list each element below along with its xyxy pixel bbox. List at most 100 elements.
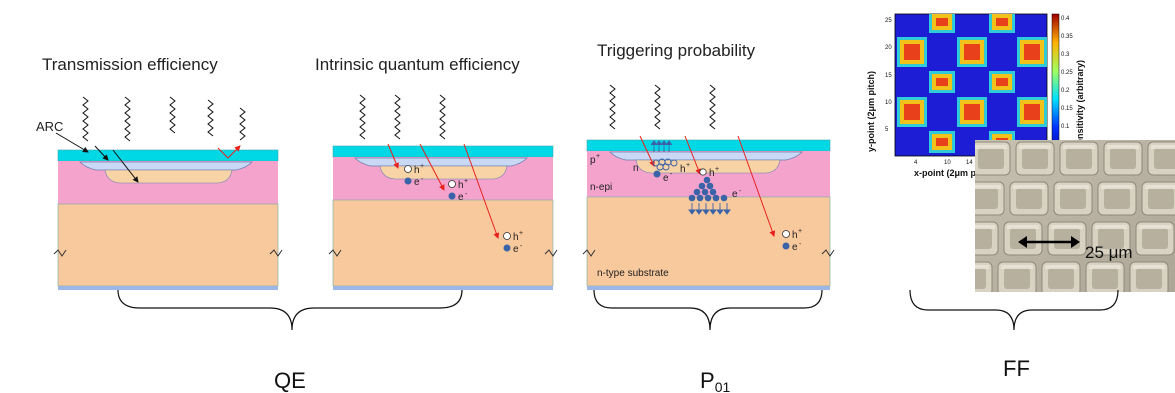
break-mark — [328, 249, 342, 257]
hotspot — [1017, 97, 1047, 127]
title-triggering: Triggering probability — [597, 41, 756, 60]
bottom-contact — [333, 286, 553, 290]
photon-arrow — [387, 143, 399, 169]
substrate — [57, 203, 279, 287]
photo-cell — [1041, 261, 1081, 292]
hotspot — [897, 37, 927, 67]
depletion-well — [635, 159, 781, 174]
svg-text:h: h — [680, 164, 686, 175]
heatmap-ylabel: y-point (2μm pitch) — [866, 71, 876, 152]
p-plus-well — [79, 161, 253, 171]
svg-text:e: e — [458, 192, 464, 203]
colorbar-tick: 0.1 — [1061, 124, 1070, 130]
svg-text:e: e — [414, 177, 420, 188]
colorbar-tick: 0.15 — [1061, 106, 1073, 112]
hotspot — [929, 14, 955, 33]
reflected-arrow — [217, 147, 229, 159]
p-plus-label: p — [590, 155, 596, 166]
svg-text:h: h — [709, 168, 715, 179]
svg-text:+: + — [464, 178, 468, 185]
scale-label: 25 μm — [1085, 243, 1133, 262]
photon-wave — [207, 99, 214, 137]
photo-cell — [1003, 221, 1043, 256]
photo-cell — [1053, 181, 1093, 216]
bottom-contact — [58, 286, 278, 290]
photon-wave — [394, 94, 401, 140]
y-tick: 15 — [885, 73, 892, 79]
hole-avalanche — [650, 140, 678, 171]
photo-cell — [1015, 141, 1055, 176]
carrier-pair: h + e - — [503, 230, 523, 255]
reflected-arrow — [227, 145, 241, 159]
photo-cell — [1085, 261, 1125, 292]
electron-dot — [653, 170, 661, 178]
panel-transmission: Transmission efficiency ARC — [36, 55, 283, 290]
break-mark — [269, 249, 283, 257]
electron-avalanche — [688, 176, 728, 202]
svg-text:+: + — [420, 163, 424, 170]
break-mark — [544, 249, 558, 257]
colorbar-tick: 0.2 — [1061, 88, 1070, 94]
photon-wave — [239, 107, 246, 141]
svg-text:-: - — [799, 241, 802, 248]
svg-text:e: e — [513, 244, 519, 255]
colorbar — [1051, 13, 1060, 157]
carrier-pair: h + e - — [448, 178, 468, 203]
photon-arrow — [639, 135, 655, 167]
heatmap-hotspots — [897, 14, 1047, 153]
photo-cell — [1129, 261, 1169, 292]
photon-arrow — [684, 135, 701, 175]
photo-cell — [975, 181, 1005, 216]
svg-text:+: + — [519, 230, 523, 237]
photo-cell — [975, 221, 999, 256]
colorbar-tick: 0.4 — [1061, 16, 1070, 22]
photo-cell — [1135, 221, 1175, 256]
hotspot — [957, 97, 987, 127]
hotspot — [929, 71, 955, 93]
svg-text:+: + — [798, 228, 802, 235]
svg-text:e: e — [792, 242, 798, 253]
svg-text:h: h — [792, 230, 798, 241]
depletion-well — [104, 169, 233, 184]
svg-text:-: - — [670, 171, 673, 178]
svg-text:+: + — [715, 166, 719, 173]
hotspot — [989, 71, 1015, 93]
hotspot — [929, 131, 955, 153]
svg-text:-: - — [465, 191, 468, 198]
svg-text:-: - — [520, 243, 523, 250]
carrier-pair: h + e - — [404, 163, 424, 188]
panel-intrinsic: Intrinsic quantum efficiency h + e - h +… — [315, 55, 558, 290]
photo-pixel-grid — [975, 141, 1175, 292]
break-mark — [821, 249, 835, 257]
photo-cell — [1009, 181, 1049, 216]
arc-layer — [586, 139, 831, 152]
colorbar-label: Sensitivity (arbitrary) — [1075, 60, 1085, 150]
qe-brace — [117, 289, 463, 331]
arc-label: ARC — [36, 119, 63, 134]
arc-layer — [57, 149, 279, 162]
svg-text:+: + — [686, 162, 690, 169]
photon-wave — [439, 94, 446, 140]
svg-text:e: e — [663, 173, 669, 184]
photo-cell — [1147, 141, 1175, 176]
photo-cell — [997, 261, 1037, 292]
y-tick: 20 — [885, 45, 892, 51]
title-intrinsic: Intrinsic quantum efficiency — [315, 55, 520, 74]
x-tick: 14 — [966, 160, 973, 166]
panel-triggering: Triggering probability p + n n-epi n-typ… — [582, 41, 835, 290]
photo-cell — [1091, 221, 1131, 256]
bottom-contact — [587, 286, 830, 290]
svg-text:e: e — [732, 189, 738, 200]
photon-wave — [654, 84, 661, 130]
photo-cell — [975, 141, 1011, 176]
photon-arrow — [737, 135, 776, 237]
svg-text:-: - — [421, 176, 424, 183]
ff-brace — [909, 289, 1119, 331]
hotspot — [989, 14, 1015, 33]
colorbar-tick: 0.25 — [1061, 70, 1073, 76]
arc-pointer — [55, 132, 89, 153]
photon-wave — [709, 84, 716, 130]
electron-drift-arrows — [688, 203, 731, 215]
hotspot — [957, 37, 987, 67]
